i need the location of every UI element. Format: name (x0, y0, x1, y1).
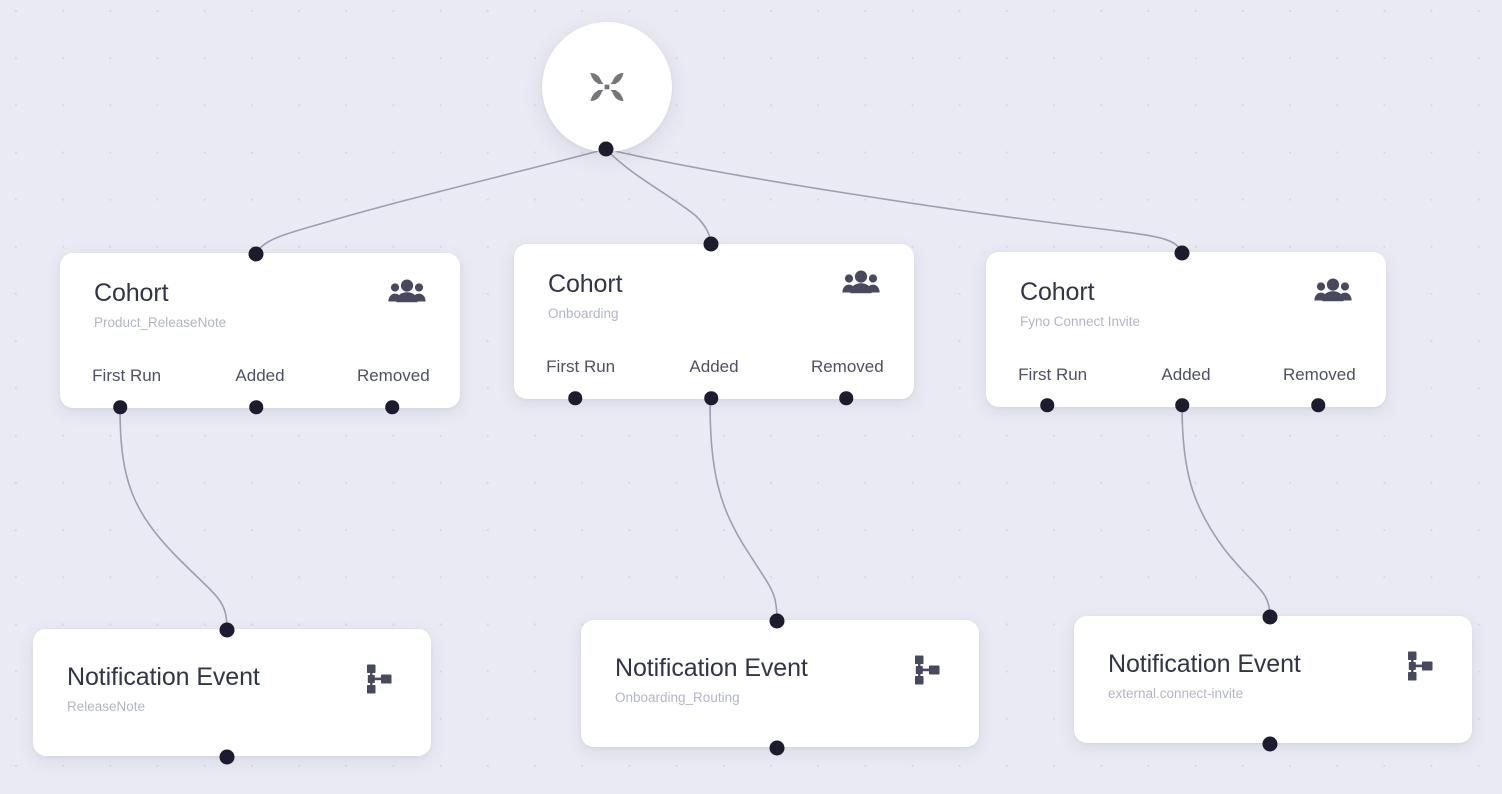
cohort-1-first-run-handle[interactable] (113, 400, 127, 414)
notification-card-subtitle: external.connect-invite (1108, 685, 1244, 701)
cohort-2-removed-handle[interactable] (839, 391, 853, 405)
cohort-card-1[interactable]: Cohort Product_ReleaseNote Firs (60, 253, 460, 408)
notification-3-input-handle[interactable] (1262, 609, 1278, 625)
sitemap-icon (913, 654, 945, 686)
cohort-port-removed[interactable]: Removed (1282, 365, 1356, 384)
notification-1-input-handle[interactable] (219, 622, 235, 638)
cohort-ports-row: First Run Added Removed (60, 366, 460, 386)
cohort-1-input-handle[interactable] (248, 246, 264, 262)
cohort-card-3[interactable]: Cohort Fyno Connect Invite Firs (986, 252, 1386, 407)
notification-2-output-handle[interactable] (769, 740, 785, 756)
cohort-card-2[interactable]: Cohort Onboarding First Run (514, 244, 914, 399)
cohort-ports-row: First Run Added Removed (514, 357, 914, 377)
cohort-port-removed[interactable]: Removed (356, 366, 430, 385)
cohort-port-first-run[interactable]: First Run (546, 357, 616, 376)
root-node[interactable] (542, 22, 672, 152)
sitemap-icon (365, 663, 397, 695)
notification-card-title: Notification Event (1108, 650, 1301, 678)
cohort-port-removed[interactable]: Removed (810, 357, 884, 376)
cohort-port-first-run[interactable]: First Run (92, 366, 162, 385)
cohort-3-added-handle[interactable] (1175, 398, 1189, 412)
edge-cohort-2-to-notification-2 (709, 397, 778, 622)
edge-cohort-3-to-notification-3 (1181, 404, 1271, 618)
cohort-card-subtitle: Fyno Connect Invite (1020, 313, 1141, 329)
notification-event-card-2[interactable]: Notification Event Onboarding_Routing (581, 620, 979, 747)
cohort-3-removed-handle[interactable] (1311, 398, 1325, 412)
edge-root-to-cohort-2 (605, 148, 712, 245)
cohort-card-title: Cohort (1020, 278, 1095, 306)
cohort-ports-row: First Run Added Removed (986, 365, 1386, 385)
notification-card-subtitle: ReleaseNote (67, 698, 146, 714)
cohort-port-added[interactable]: Added (1161, 365, 1211, 384)
cohort-2-input-handle[interactable] (703, 236, 719, 252)
cohort-2-first-run-handle[interactable] (568, 391, 582, 405)
root-node-output-handle[interactable] (598, 141, 614, 157)
notification-card-title: Notification Event (615, 654, 808, 682)
sitemap-icon (1406, 650, 1438, 682)
cohort-2-added-handle[interactable] (704, 391, 718, 405)
cohort-card-title: Cohort (94, 279, 169, 307)
edge-root-to-cohort-3 (605, 148, 1183, 254)
cohort-3-first-run-handle[interactable] (1040, 398, 1054, 412)
people-group-icon (388, 279, 426, 309)
cohort-1-added-handle[interactable] (249, 400, 263, 414)
edge-root-to-cohort-1 (255, 148, 607, 255)
notification-2-input-handle[interactable] (769, 613, 785, 629)
notification-3-output-handle[interactable] (1262, 736, 1278, 752)
people-group-icon (1314, 278, 1352, 308)
edge-cohort-1-to-notification-1 (119, 406, 228, 631)
cohort-port-first-run[interactable]: First Run (1018, 365, 1088, 384)
cohort-1-removed-handle[interactable] (385, 400, 399, 414)
cohort-port-added[interactable]: Added (689, 357, 739, 376)
x-logo-icon (584, 64, 630, 110)
cohort-port-added[interactable]: Added (235, 366, 285, 385)
notification-card-title: Notification Event (67, 663, 260, 691)
people-group-icon (842, 270, 880, 300)
notification-event-card-3[interactable]: Notification Event external.connect-invi… (1074, 616, 1472, 743)
notification-event-card-1[interactable]: Notification Event ReleaseNote (33, 629, 431, 756)
notification-card-subtitle: Onboarding_Routing (615, 689, 740, 705)
cohort-card-subtitle: Onboarding (548, 305, 619, 321)
cohort-card-subtitle: Product_ReleaseNote (94, 314, 227, 330)
cohort-3-input-handle[interactable] (1174, 245, 1190, 261)
cohort-card-title: Cohort (548, 270, 623, 298)
notification-1-output-handle[interactable] (219, 749, 235, 765)
